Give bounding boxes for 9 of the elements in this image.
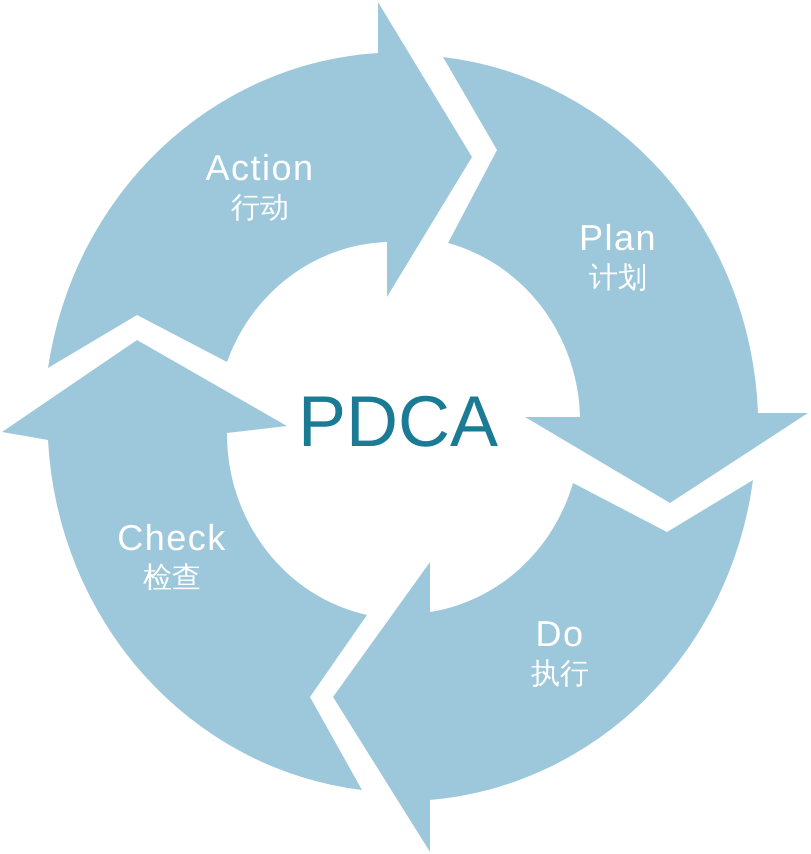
step-translation: 执行 <box>531 657 589 692</box>
step-translation: 检查 <box>143 561 201 596</box>
step-name: Do <box>535 614 585 654</box>
step-name: Plan <box>578 218 658 258</box>
center-title: PDCA <box>298 386 498 458</box>
step-name: Action <box>205 148 315 188</box>
step-translation: 计划 <box>589 261 647 296</box>
step-translation: 行动 <box>231 191 289 226</box>
step-name: Check <box>117 518 227 558</box>
